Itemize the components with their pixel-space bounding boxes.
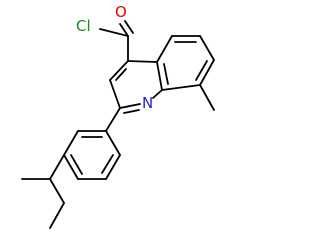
bond-c2-phenyl xyxy=(105,107,121,132)
bond-ph5-ph6-inner xyxy=(101,154,114,174)
bond-ph3-ph4-inner xyxy=(70,154,83,175)
bond-phenyl-butyl xyxy=(49,154,65,180)
bond-ph2-ph3 xyxy=(63,130,79,156)
bond-c8-methyl xyxy=(199,84,215,111)
bond-c4-c3 xyxy=(109,60,129,81)
chlorine-atom-label: Cl xyxy=(76,17,91,35)
bond-c4-c3-inner xyxy=(115,68,127,81)
bond-c6-c7 xyxy=(199,35,215,61)
bond-c4a-c4 xyxy=(127,60,158,63)
bond-ph5-ph6 xyxy=(105,154,121,180)
oxygen-atom-label: O xyxy=(115,3,127,21)
chemical-structure-diagram: Cl O N xyxy=(21,3,215,229)
bond-ph3-ph4 xyxy=(63,154,79,180)
bond-n1-c8a xyxy=(152,89,163,99)
bond-c8a-c4a-inner xyxy=(163,63,169,85)
bond-c2-n1-double xyxy=(123,109,140,114)
bond-carbonyl-chlorine xyxy=(99,28,129,37)
bond-c2-n1 xyxy=(119,103,141,109)
bond-c7-c8-inner xyxy=(195,60,208,81)
bond-c8a-c4a xyxy=(156,61,163,91)
bond-carbonyl-oxygen-double xyxy=(124,20,134,34)
bond-c3-c2 xyxy=(109,79,121,109)
bond-butyl-ethyl xyxy=(49,178,65,204)
bond-c8-c8a xyxy=(161,84,201,91)
bond-c7-c8 xyxy=(199,59,215,86)
nitrogen-atom-label: N xyxy=(142,94,153,112)
bond-ph6-ph1 xyxy=(105,130,121,156)
bond-c4a-c5 xyxy=(156,35,173,63)
bond-carbonyl-oxygen xyxy=(119,23,129,37)
bond-ethyl-methyl xyxy=(49,202,65,229)
